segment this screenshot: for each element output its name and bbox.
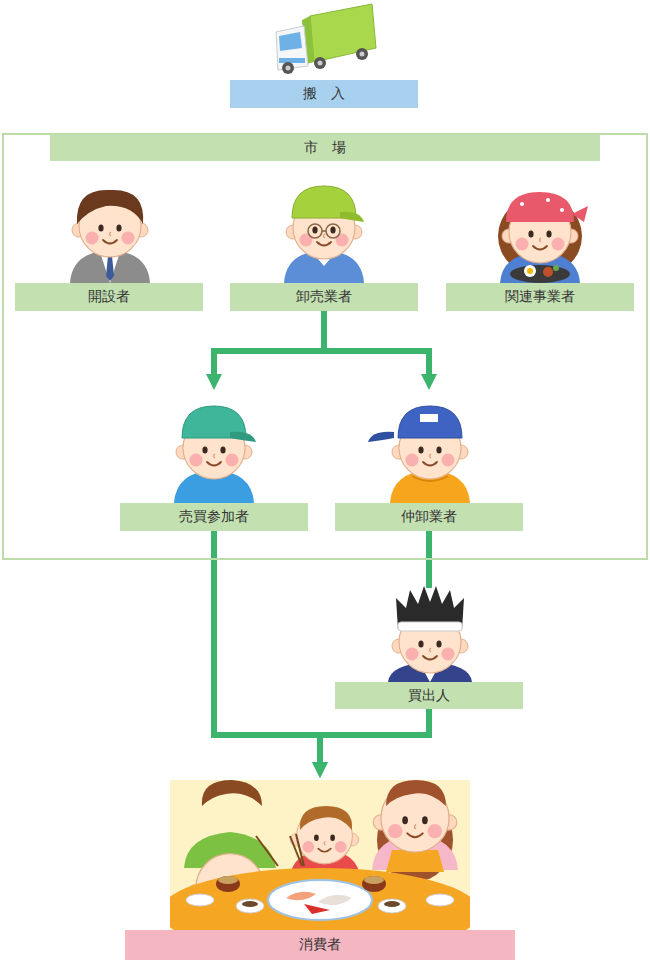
flow-connector [324, 311, 429, 382]
node-label: 卸売業者 [230, 283, 418, 311]
node-label: 売買参加者 [120, 503, 308, 531]
role-box: 買出人 [335, 588, 523, 709]
role-box: 関連事業者 [446, 185, 634, 311]
wholesaler-figure [284, 186, 364, 283]
node-label: 仲卸業者 [335, 503, 523, 531]
delivery-band: 搬 入 [230, 0, 418, 108]
node-label: 開設者 [15, 283, 203, 311]
truck-icon [276, 4, 376, 74]
node-label: 消費者 [125, 930, 515, 960]
family-meal-illustration [170, 780, 470, 930]
flow-connector [214, 311, 324, 382]
role-box: 開設者 [15, 185, 203, 311]
node-label: 市 場 [50, 135, 600, 161]
node-label: 搬 入 [230, 80, 418, 108]
trade-participant-figure [174, 406, 256, 503]
consumer-band: 消費者 [125, 778, 515, 960]
buyer-figure [388, 586, 472, 682]
founder-figure [70, 190, 150, 283]
role-box: 仲卸業者 [335, 390, 523, 531]
intermediate-wholesaler-figure [368, 406, 470, 503]
flow-connector [320, 709, 429, 770]
role-box: 売買参加者 [120, 390, 308, 531]
flow-connector [214, 531, 320, 770]
market-region: 市 場開設者卸売業者関連事業者売買参加者仲卸業者 [2, 133, 648, 560]
role-box: 卸売業者 [230, 185, 418, 311]
related-business-figure [498, 192, 588, 283]
node-label: 買出人 [335, 682, 523, 709]
node-label: 関連事業者 [446, 283, 634, 311]
